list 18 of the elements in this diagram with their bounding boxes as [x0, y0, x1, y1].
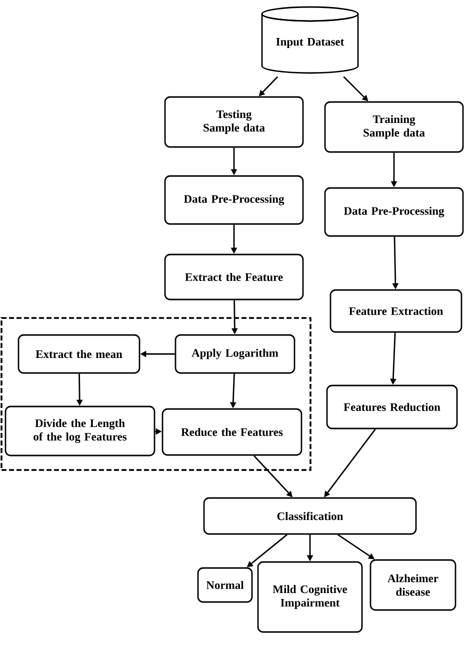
node-label: Input Dataset — [276, 38, 344, 48]
process-box: Extract the Feature — [164, 254, 304, 300]
process-box: Data Pre-Processing — [324, 187, 464, 237]
process-box: Divide the Length of the log Features — [4, 406, 156, 456]
process-box: Reduce the Features — [162, 408, 302, 456]
process-box: Feature Extraction — [330, 289, 462, 333]
process-box: Apply Logarithm — [174, 334, 296, 374]
database-cylinder: Input Dataset — [261, 6, 359, 74]
process-box: Data Pre-Processing — [164, 175, 304, 225]
process-box: Classification — [203, 497, 417, 535]
process-box: Alzheimer disease — [370, 559, 456, 611]
dashed-group-box — [0, 317, 312, 471]
process-box: Testing Sample data — [164, 96, 304, 148]
process-box: Extract the mean — [18, 334, 140, 374]
process-box: Features Reduction — [326, 384, 458, 430]
process-box: Mild Cognitive Impairment — [257, 561, 363, 633]
process-box: Training Sample data — [324, 101, 464, 153]
process-box: Normal — [197, 567, 253, 603]
